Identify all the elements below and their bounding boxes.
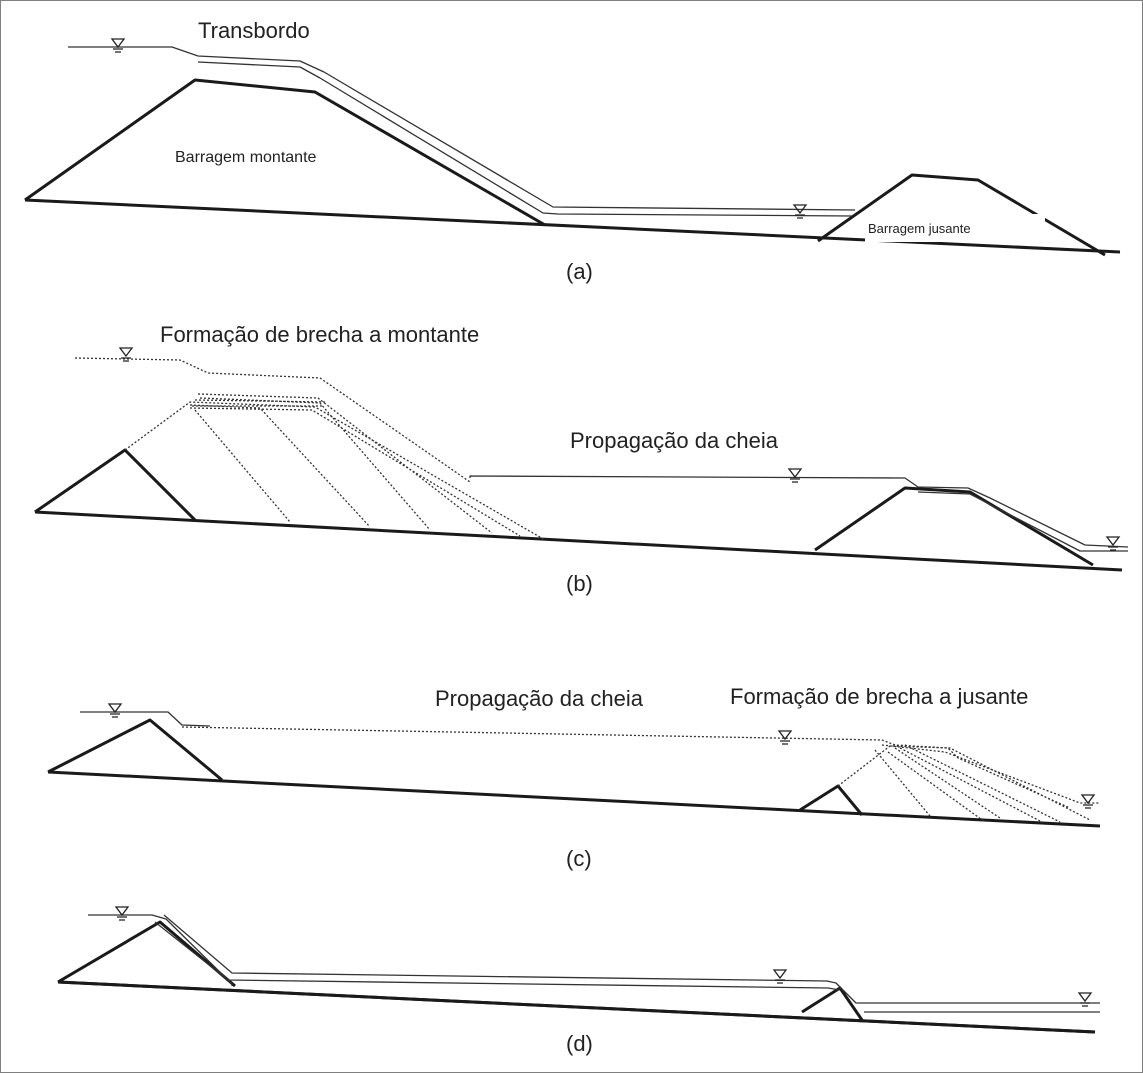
panel-a-label: (a) bbox=[566, 259, 593, 284]
breach-stage-lines bbox=[74, 357, 546, 541]
water-surface-main bbox=[154, 921, 841, 991]
upstream-water bbox=[80, 711, 211, 727]
upstream-dam-remnant bbox=[57, 920, 236, 988]
flood-propagation-label: Propagação da cheia bbox=[435, 686, 644, 711]
water-level-icon bbox=[119, 347, 133, 362]
downstream-dam-remnant bbox=[801, 986, 864, 1021]
upstream-dam bbox=[24, 78, 546, 227]
ground-profile bbox=[57, 980, 1096, 1034]
water-level-icon bbox=[1081, 794, 1095, 809]
flood-surface-lower bbox=[917, 491, 1128, 552]
flood-surface bbox=[469, 475, 1129, 548]
panel-a: Transbordo Barragem montante Barragem ju… bbox=[24, 18, 1121, 284]
panel-c: Propagação da cheia Formação de brecha a… bbox=[47, 684, 1101, 871]
flood-surface bbox=[181, 726, 1100, 823]
panel-a-title: Transbordo bbox=[198, 18, 310, 43]
water-surface bbox=[88, 914, 233, 986]
panel-b: Formação de brecha a montante Propagação… bbox=[34, 322, 1129, 596]
ground-line bbox=[47, 770, 1101, 828]
panel-b-title: Formação de brecha a montante bbox=[160, 322, 479, 347]
water-level-icon bbox=[778, 730, 792, 745]
water-level-icon bbox=[115, 906, 129, 921]
panel-d: (d) bbox=[57, 906, 1100, 1056]
overtopping-flow-top bbox=[68, 46, 856, 211]
upstream-dam-remnant bbox=[47, 718, 223, 782]
downstream-dam bbox=[814, 486, 1094, 567]
water-level-icon bbox=[111, 38, 125, 53]
flood-propagation-label: Propagação da cheia bbox=[570, 428, 779, 453]
upstream-dam-remnant bbox=[34, 448, 197, 522]
panel-d-label: (d) bbox=[566, 1031, 593, 1056]
upstream-dam-label: Barragem montante bbox=[175, 149, 317, 166]
panel-b-label: (b) bbox=[566, 571, 593, 596]
water-level-icon bbox=[108, 703, 122, 718]
panel-c-label: (c) bbox=[566, 846, 592, 871]
ground-line bbox=[24, 198, 1121, 254]
water-level-icon bbox=[1106, 536, 1120, 551]
ground-line bbox=[34, 510, 1123, 572]
downstream-dam-label: Barragem jusante bbox=[868, 221, 971, 236]
downstream-dam-label-box bbox=[865, 214, 1045, 242]
water-surface-upper bbox=[163, 914, 870, 1004]
panel-c-title: Formação de brecha a jusante bbox=[730, 684, 1028, 709]
overtopping-flow-bottom bbox=[197, 61, 853, 217]
water-level-icon bbox=[788, 468, 802, 483]
water-level-icon bbox=[1078, 992, 1092, 1007]
